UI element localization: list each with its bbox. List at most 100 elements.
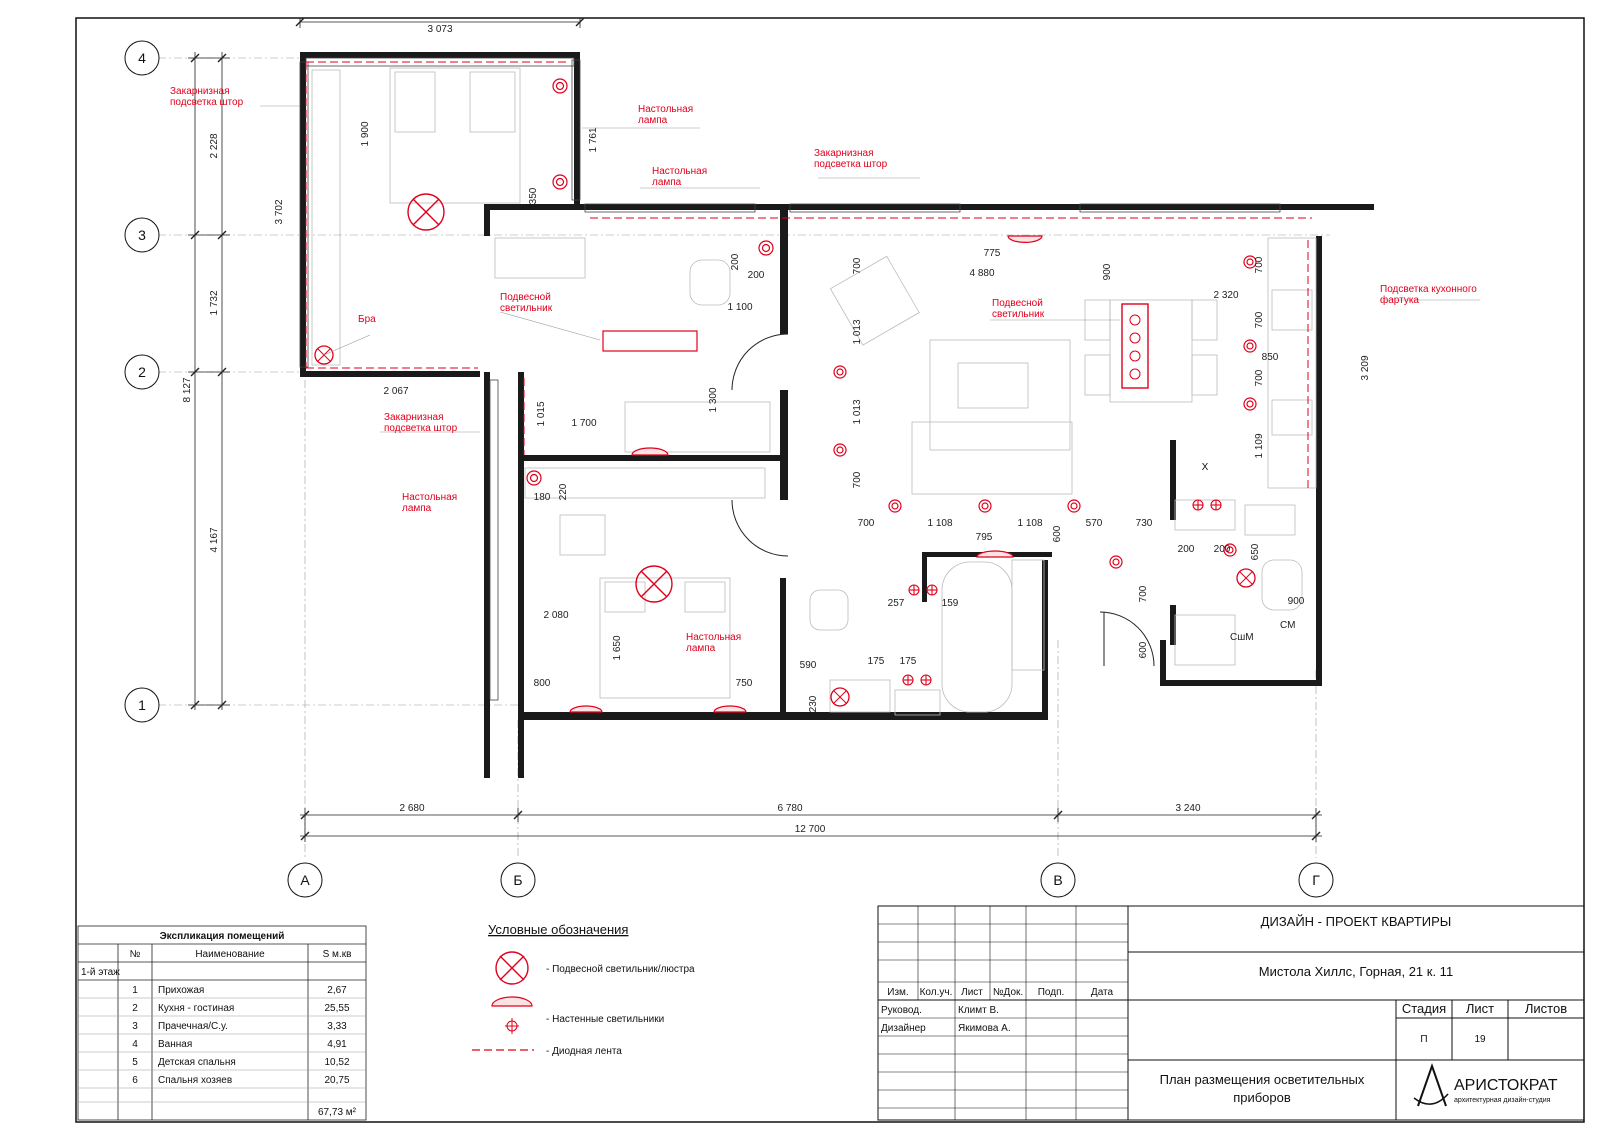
annotation-curtain2: Закарнизная — [814, 148, 874, 159]
annotation-pendant2: Подвесной — [992, 298, 1043, 309]
inner-dim-d159: 159 — [942, 598, 959, 609]
tb-role-1: Руковод. — [881, 1005, 922, 1016]
inner-dim-d2080: 2 080 — [543, 610, 568, 621]
annotation-curtain3: Закарнизная — [384, 412, 444, 423]
explication-row-s: 20,75 — [324, 1075, 349, 1086]
explication-row-name: Ванная — [158, 1039, 192, 1050]
inner-dim-d800: 800 — [534, 678, 551, 689]
walls — [300, 52, 1374, 778]
inner-dim-d650: 650 — [1250, 543, 1261, 560]
svg-text:Б: Б — [513, 872, 522, 888]
annotation-kitchen: Подсветка кухонного — [1380, 284, 1477, 295]
tb-header: Изм. — [887, 987, 908, 998]
title-block-grid — [878, 906, 1128, 1120]
sofa — [911, 421, 1073, 495]
explication-floor: 1-й этаж — [81, 967, 120, 978]
tb-sheets-label: Листов — [1525, 1001, 1567, 1016]
inner-dim-d700e: 700 — [1254, 369, 1265, 386]
windows — [299, 57, 1281, 701]
inner-dim-d257: 257 — [888, 598, 905, 609]
inner-dim-d1109: 1 109 — [1254, 433, 1265, 458]
inner-dim-d1300: 1 300 — [708, 387, 719, 412]
row-bubble-1: 1 — [124, 687, 160, 723]
annotation-tablelamp2: лампа — [652, 177, 682, 188]
svg-text:4: 4 — [138, 50, 146, 66]
leader-lines — [260, 105, 1480, 433]
explication-row-n: 2 — [132, 1003, 138, 1014]
legend-pendant-icon — [495, 951, 529, 985]
row-bubble-4: 4 — [124, 40, 160, 76]
row-bubble-2: 2 — [124, 354, 160, 390]
bath-shelf — [1011, 559, 1045, 671]
legend-title: Условные обозначения — [488, 922, 628, 937]
annotation-kitchen: фартука — [1380, 294, 1419, 306]
explication-row-name: Прачечная/С.у. — [158, 1021, 228, 1032]
dim-bottom-part-3: 3 240 — [1175, 803, 1200, 814]
annotation-tablelamp1: лампа — [638, 115, 668, 126]
inner-dim-d2067: 2 067 — [383, 386, 408, 397]
inner-dim-d775: 775 — [984, 248, 1001, 259]
small-fixture-wc — [1236, 568, 1256, 588]
bath-wall-sconces — [902, 499, 1222, 686]
washer-2 — [1244, 504, 1296, 536]
col-bubble-b: Б — [500, 862, 536, 898]
annotation-curtain1: Закарнизная — [170, 86, 230, 97]
annotation-tablelamp2: Настольная — [652, 166, 707, 177]
tb-header: Лист — [961, 987, 983, 998]
annotation-tablelamp3: Настольная — [402, 492, 457, 503]
outer-dim-ticks — [190, 17, 1321, 841]
explication-row-s: 3,33 — [327, 1021, 347, 1032]
inner-dim-d700g: 700 — [1138, 585, 1149, 602]
inner-dim-d200c: 200 — [1178, 544, 1195, 555]
tb-stage-value: П — [1420, 1034, 1427, 1045]
inner-dim-d175a: 175 — [868, 656, 885, 667]
dim-left-part-1: 2 228 — [209, 133, 220, 158]
inner-dim-d700a: 700 — [852, 257, 863, 274]
annotation-tablelamp1: Настольная — [638, 104, 693, 115]
dryer-2 — [1174, 614, 1236, 666]
svg-text:1: 1 — [138, 697, 146, 713]
stove — [1271, 289, 1313, 331]
inner-dim-d700b: 700 — [852, 471, 863, 488]
svg-text:3: 3 — [138, 227, 146, 243]
dim-left-total: 8 127 — [182, 377, 193, 402]
explication-row-n: 3 — [132, 1021, 138, 1032]
svg-text:Г: Г — [1312, 872, 1320, 888]
col-bubble-g: Г — [1298, 862, 1334, 898]
inner-dim-d570: 570 — [1086, 518, 1103, 529]
explication-header-s: S м.кв — [323, 949, 352, 960]
inner-dim-d1108b: 1 108 — [1017, 518, 1042, 529]
inner-dim-d1900: 1 900 — [360, 121, 371, 146]
annotation-tablelamp3: лампа — [402, 503, 432, 514]
pendant-chandelier-child — [635, 565, 673, 603]
hall-wardrobe — [624, 401, 771, 453]
pendant-chandelier-master — [407, 193, 445, 231]
inner-dim-d1100: 1 100 — [727, 302, 752, 313]
title-block-frame — [877, 905, 1585, 1121]
dim-left-part-3: 4 167 — [209, 527, 220, 552]
tb-header: №Док. — [993, 987, 1023, 998]
logo-mark-icon — [1413, 1062, 1449, 1107]
annotation-pendant2: светильник — [992, 309, 1045, 320]
child-desk — [524, 467, 766, 499]
toilet-1 — [809, 589, 849, 631]
dim-bottom-total: 12 700 — [795, 824, 826, 835]
inner-dim-d1015: 1 015 — [536, 401, 547, 426]
inner-dim-d1013a: 1 013 — [852, 319, 863, 344]
hall-pendant — [602, 330, 698, 352]
tb-header: Кол.уч. — [920, 987, 953, 998]
svg-text:В: В — [1053, 872, 1062, 888]
dining-table — [1109, 299, 1193, 403]
inner-dim-d1108a: 1 108 — [927, 518, 952, 529]
dim-bottom-part-2: 6 780 — [777, 803, 802, 814]
outer-dimension-lines — [188, 18, 1322, 842]
explication-row-s: 25,55 — [324, 1003, 349, 1014]
explication-row-name: Детская спальня — [158, 1057, 236, 1068]
bathtub — [941, 561, 1013, 713]
plan-sshm-label: СшМ — [1230, 632, 1254, 643]
inner-dim-d350: 350 — [528, 187, 539, 204]
annotation-pendant1: Подвесной — [500, 292, 551, 303]
explication-table — [77, 925, 367, 1121]
